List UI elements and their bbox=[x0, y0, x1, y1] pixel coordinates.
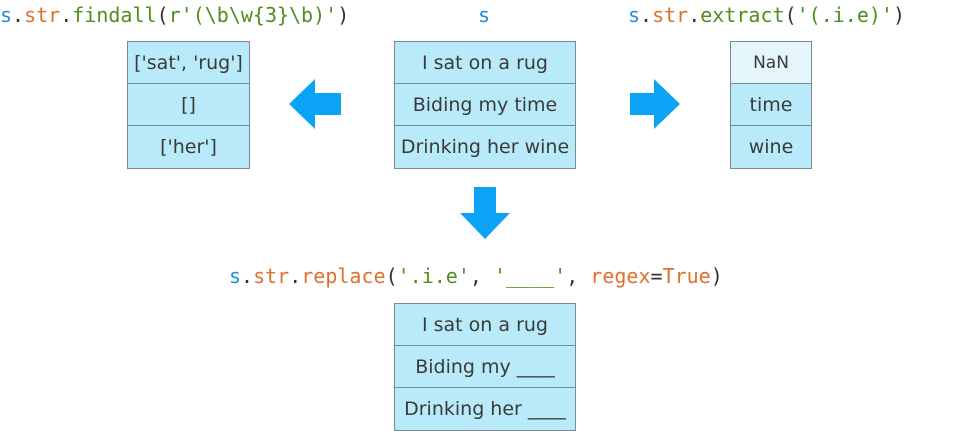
extract-result-cell: time bbox=[731, 84, 811, 126]
replace-result-cell: Drinking her ____ bbox=[395, 388, 575, 430]
findall-result-cell: ['her'] bbox=[128, 126, 249, 168]
findall-code: s.str.findall(r'(\b\w{3}\b)') bbox=[0, 3, 350, 27]
extract-code: s.str.extract('(.i.e)') bbox=[628, 3, 905, 27]
extract-result-cell-nan: NaN bbox=[731, 42, 811, 84]
replace-result-table: I sat on a rug Biding my ____ Drinking h… bbox=[394, 303, 576, 431]
extract-result-cell: wine bbox=[731, 126, 811, 168]
findall-result-cell: [] bbox=[128, 84, 249, 126]
findall-result-table: ['sat', 'rug'] [] ['her'] bbox=[127, 41, 250, 169]
replace-result-cell: I sat on a rug bbox=[395, 304, 575, 346]
series-cell: Biding my time bbox=[395, 84, 575, 126]
series-cell: Drinking her wine bbox=[395, 126, 575, 168]
series-cell: I sat on a rug bbox=[395, 42, 575, 84]
arrow-right-icon bbox=[630, 79, 680, 129]
replace-result-cell: Biding my ____ bbox=[395, 346, 575, 388]
series-label: s bbox=[478, 3, 491, 27]
arrow-down-icon bbox=[460, 187, 510, 239]
arrow-left-icon bbox=[289, 79, 341, 129]
findall-result-cell: ['sat', 'rug'] bbox=[128, 42, 249, 84]
replace-code: s.str.replace('.i.e', '____', regex=True… bbox=[229, 264, 723, 288]
series-table: I sat on a rug Biding my time Drinking h… bbox=[394, 41, 576, 169]
extract-result-table: NaN time wine bbox=[730, 41, 812, 169]
